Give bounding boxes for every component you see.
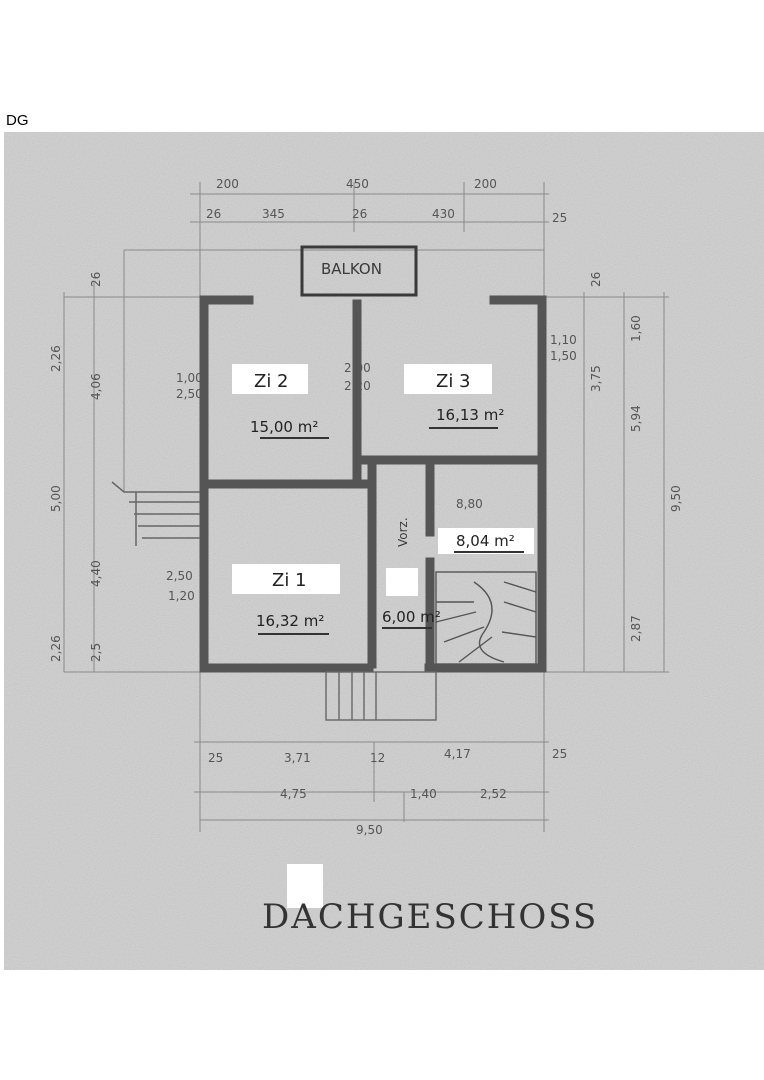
stairs-interior bbox=[435, 571, 537, 665]
dim-left-1: 26 bbox=[89, 272, 103, 287]
paper-background bbox=[4, 132, 764, 970]
dim-top-inner-1: 26 bbox=[206, 207, 221, 221]
dim-left-5: 4,40 bbox=[89, 560, 103, 587]
dim-bottom-inner-3: 12 bbox=[370, 751, 385, 765]
room-area-vorz: 6,00 m² bbox=[382, 608, 441, 626]
walls bbox=[199, 295, 547, 673]
dim-top-outer-2: 450 bbox=[346, 177, 369, 191]
room-name-zi3: Zi 3 bbox=[436, 371, 471, 392]
dim-misc-5: 1,00 bbox=[176, 371, 203, 385]
room-name-vorz: Vorz. bbox=[396, 517, 410, 547]
dimension-lines bbox=[63, 182, 669, 832]
dim-misc-4: 1,20 bbox=[168, 589, 195, 603]
room-area-stair: 8,04 m² bbox=[456, 532, 515, 550]
dim-misc-7: 1,10 bbox=[550, 333, 577, 347]
dim-bottom-total: 9,50 bbox=[356, 823, 383, 837]
dim-top-inner-2: 345 bbox=[262, 207, 285, 221]
floor-plan-sheet: BALKON bbox=[4, 132, 764, 970]
dim-top-inner-3: 26 bbox=[352, 207, 367, 221]
dim-bottom-mid-2: 1,40 bbox=[410, 787, 437, 801]
dim-right-3: 3,75 bbox=[589, 365, 603, 392]
dim-left-2: 2,26 bbox=[49, 345, 63, 372]
dim-left-4: 5,00 bbox=[49, 485, 63, 512]
dim-right-4: 5,94 bbox=[629, 405, 643, 432]
dim-bottom-mid-1: 4,75 bbox=[280, 787, 307, 801]
dim-bottom-inner-2: 3,71 bbox=[284, 751, 311, 765]
drawing-title: DACHGESCHOSS bbox=[262, 897, 598, 937]
dim-left-7: 2,5 bbox=[89, 643, 103, 662]
room-area-zi3: 16,13 m² bbox=[436, 406, 504, 424]
balcony-outline bbox=[300, 245, 418, 297]
dim-misc-1: 2,00 bbox=[344, 361, 371, 375]
dim-right-6: 2,87 bbox=[629, 615, 643, 642]
room-name-zi1: Zi 1 bbox=[272, 570, 307, 591]
page-label: DG bbox=[6, 112, 29, 129]
dim-misc-8: 1,50 bbox=[550, 349, 577, 363]
dim-bottom-inner-5: 25 bbox=[552, 747, 567, 761]
dim-top-outer-1: 200 bbox=[216, 177, 239, 191]
dim-misc-2: 2,20 bbox=[344, 379, 371, 393]
label-patches bbox=[232, 364, 534, 908]
dim-bottom-inner-4: 4,17 bbox=[444, 747, 471, 761]
balcony-label: BALKON bbox=[321, 260, 382, 278]
dim-right-5: 9,50 bbox=[669, 485, 683, 512]
room-area-zi1: 16,32 m² bbox=[256, 612, 324, 630]
dim-top-inner-5: 25 bbox=[552, 211, 567, 225]
dim-misc-3: 2,50 bbox=[166, 569, 193, 583]
stairs-left bbox=[111, 481, 200, 546]
room-name-zi2: Zi 2 bbox=[254, 371, 289, 392]
dim-right-2: 1,60 bbox=[629, 315, 643, 342]
floor-plan-drawing: BALKON bbox=[4, 132, 764, 970]
dim-left-6: 2,26 bbox=[49, 635, 63, 662]
dim-top-inner-4: 430 bbox=[432, 207, 455, 221]
dim-bottom-inner-1: 25 bbox=[208, 751, 223, 765]
dim-left-3: 4,06 bbox=[89, 373, 103, 400]
dim-misc-6: 2,50 bbox=[176, 387, 203, 401]
dim-right-1: 26 bbox=[589, 272, 603, 287]
room-area-zi2: 15,00 m² bbox=[250, 418, 318, 436]
dim-misc-9: 8,80 bbox=[456, 497, 483, 511]
stairs-bottom bbox=[325, 671, 437, 721]
dim-bottom-mid-3: 2,52 bbox=[480, 787, 507, 801]
dim-top-outer-3: 200 bbox=[474, 177, 497, 191]
